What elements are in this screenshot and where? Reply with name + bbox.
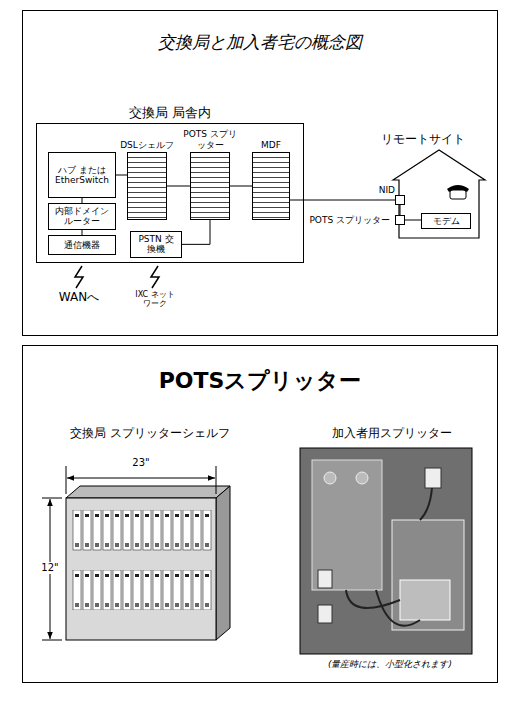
box-label: 通信機器 xyxy=(64,240,100,250)
enclosure-body xyxy=(392,520,464,630)
shelf-front xyxy=(66,498,216,640)
box-label: POTSスプリッター xyxy=(159,368,362,393)
box-label: 内部ドメイン ルーター xyxy=(52,206,112,227)
cable-gland xyxy=(356,472,368,484)
jack-label xyxy=(318,570,332,588)
dsl-shelf: DSLシェルフ xyxy=(127,152,167,220)
network-label: WANへ xyxy=(59,291,99,305)
office-frame: 交換局 局舎内ハブ または EtherSwitch内部ドメイン ルーター通信機器… xyxy=(36,123,304,263)
dimension-tick xyxy=(216,466,217,494)
network-label: IXC ネットワーク xyxy=(132,290,178,308)
lightning-symbol xyxy=(151,266,159,288)
shelf-cards xyxy=(72,510,212,610)
dimension-label: 12" xyxy=(39,562,60,574)
nid-box: NID xyxy=(395,195,405,205)
shape-heading: POTS スプリッター xyxy=(309,215,390,225)
house-outline: リモートサイトNIDモデム xyxy=(393,150,485,238)
connector-line xyxy=(182,220,210,244)
box-label: モデム xyxy=(433,216,460,226)
dimension-label: 23" xyxy=(130,457,151,469)
terminal-block xyxy=(400,580,450,620)
dimension-tick xyxy=(42,640,62,641)
connector-line xyxy=(290,200,395,201)
shape-heading: リモートサイト xyxy=(381,133,465,147)
dimension-line xyxy=(67,478,215,479)
shape-heading: MDF xyxy=(261,140,281,150)
lightning-symbol xyxy=(75,266,83,288)
modem-box: モデム xyxy=(421,213,471,229)
box-label: ハブ または EtherSwitch xyxy=(52,165,112,186)
diagram-panel: 交換局と加入者宅の概念図交換局 局舎内ハブ または EtherSwitch 内部ド… xyxy=(22,10,498,336)
connector-line xyxy=(230,186,252,187)
shape-heading: NID xyxy=(379,185,395,195)
connector-line xyxy=(116,175,127,176)
figure-label: 交換局 スプリッターシェルフ xyxy=(70,427,230,441)
house-outline-path xyxy=(393,150,485,238)
box-label: PSTN 交換機 xyxy=(134,234,178,255)
shelf-side xyxy=(216,486,230,640)
photo-cable xyxy=(346,488,432,626)
enclosure-lid xyxy=(312,460,382,590)
shape-heading: POTS スプリッター xyxy=(182,129,238,150)
phone-base xyxy=(450,190,466,199)
diagram-panel: POTSスプリッター xyxy=(22,345,498,683)
shelf-top xyxy=(66,486,230,498)
dimension-tick xyxy=(42,498,62,499)
mdf-rack: MDF xyxy=(252,152,290,220)
jack-label xyxy=(318,605,332,623)
connector-line xyxy=(167,186,190,187)
dimension-tick xyxy=(66,466,67,494)
phone-handset xyxy=(447,185,469,192)
router-box: 内部ドメイン ルーター xyxy=(48,203,116,230)
connector-line xyxy=(405,220,421,221)
shape-heading: 交換局 局舎内 xyxy=(129,106,211,121)
photo-caption: (量産時には、小型化されます) xyxy=(328,659,452,669)
cable-gland xyxy=(324,472,336,484)
shape-heading: DSLシェルフ xyxy=(120,140,174,150)
equipment-box: 通信機器 xyxy=(48,235,116,255)
splitter-box: POTS スプリッター xyxy=(395,215,405,225)
pstn-switch: PSTN 交換機 xyxy=(130,231,182,258)
figure-label: 加入者用スプリッター xyxy=(332,427,452,441)
splitter-rack: POTS スプリッター xyxy=(190,152,230,220)
jack-label xyxy=(425,468,441,488)
hub-box: ハブ または EtherSwitch xyxy=(48,152,116,198)
photo-frame xyxy=(300,448,472,654)
box-label: 交換局と加入者宅の概念図 xyxy=(158,33,362,53)
connector-line xyxy=(400,205,401,215)
